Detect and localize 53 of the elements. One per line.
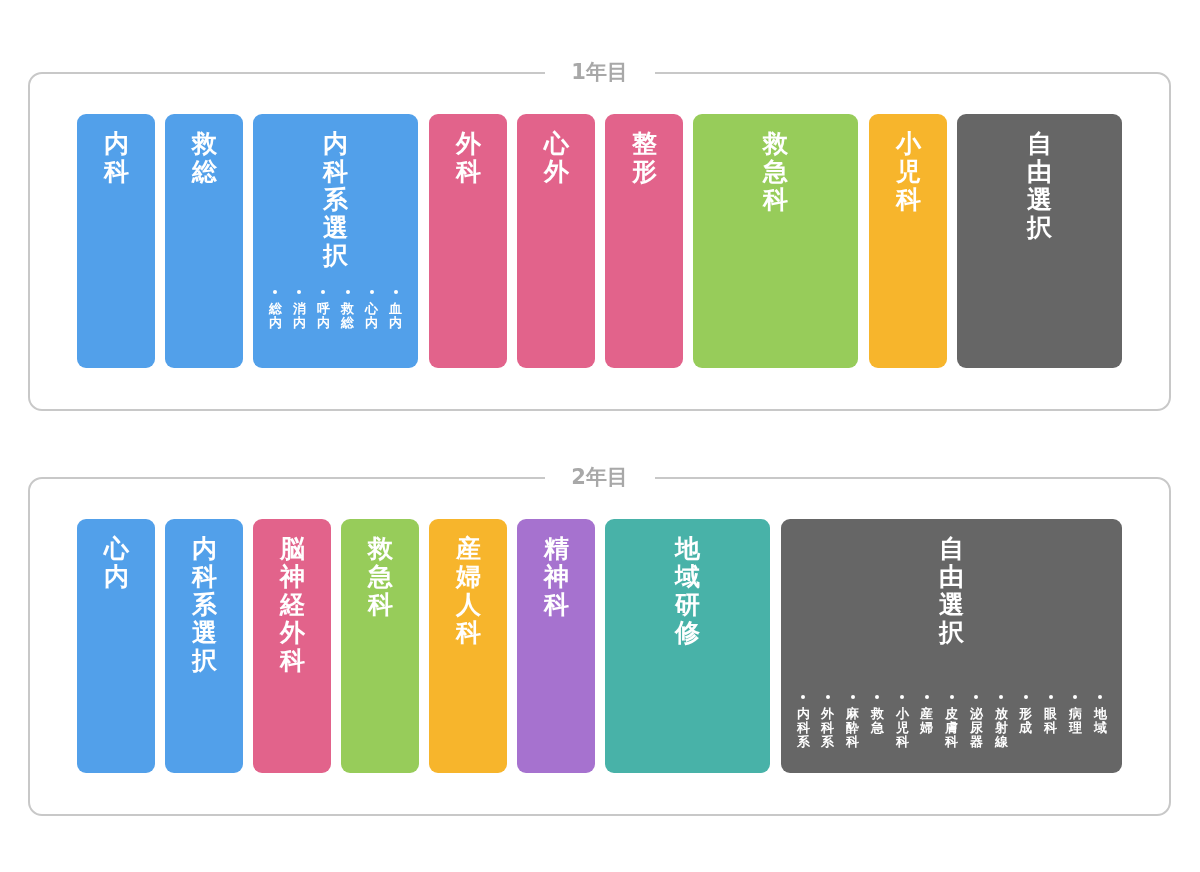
block-label: 産婦人科 <box>454 535 482 647</box>
block-label: 心内 <box>102 535 130 591</box>
department-block <box>77 519 155 773</box>
sub-label: 救急 <box>870 707 884 735</box>
block-label: 自由選択 <box>937 535 965 647</box>
block-label: 救急科 <box>761 130 789 214</box>
block-label: 心外 <box>542 130 570 186</box>
department-block <box>77 114 155 368</box>
block-label: 外科 <box>454 130 482 186</box>
department-block <box>517 519 595 773</box>
block-label: 脳神経外科 <box>278 535 306 675</box>
department-block <box>253 519 331 773</box>
sub-label: 消内 <box>292 302 306 330</box>
department-block <box>165 114 243 368</box>
block-label: 内科系選択 <box>190 535 218 675</box>
block-label: 小児科 <box>894 130 922 214</box>
department-block <box>869 114 947 368</box>
department-block <box>253 114 418 368</box>
block-label: 内科 <box>102 130 130 186</box>
department-block <box>605 519 770 773</box>
department-block <box>341 519 419 773</box>
sub-label: 呼内 <box>316 302 330 330</box>
sub-label: 小児科 <box>895 707 909 749</box>
department-block <box>781 519 1122 773</box>
department-block <box>693 114 858 368</box>
sub-label: 産婦 <box>920 707 934 735</box>
sub-label: 泌尿器 <box>969 707 983 749</box>
department-block <box>429 519 507 773</box>
sub-label: 内科系 <box>796 707 810 749</box>
block-label: 整形 <box>630 130 658 186</box>
sub-label: 外科系 <box>821 707 835 749</box>
block-label: 地域研修 <box>673 535 701 647</box>
sub-label: 地域 <box>1093 707 1107 735</box>
department-block <box>605 114 683 368</box>
sub-label: 病理 <box>1068 707 1082 735</box>
department-block <box>517 114 595 368</box>
block-label: 自由選択 <box>1025 130 1053 242</box>
sub-label: 眼科 <box>1044 707 1057 735</box>
sub-label: 放射線 <box>994 707 1008 749</box>
sub-label: 救総 <box>341 302 355 330</box>
block-label: 精神科 <box>542 535 570 619</box>
sub-label: 麻酔科 <box>846 707 859 749</box>
sub-label: 血内 <box>389 302 403 330</box>
department-block <box>429 114 507 368</box>
sub-label: 皮膚科 <box>945 707 958 749</box>
sub-label: 心内 <box>365 302 379 330</box>
block-label: 救急科 <box>366 535 394 619</box>
block-label: 内科系選択 <box>321 130 349 270</box>
sub-label: 形成 <box>1019 707 1033 735</box>
sub-label: 総内 <box>268 302 282 330</box>
department-block <box>165 519 243 773</box>
department-block <box>957 114 1122 368</box>
block-label: 救総 <box>190 130 218 186</box>
